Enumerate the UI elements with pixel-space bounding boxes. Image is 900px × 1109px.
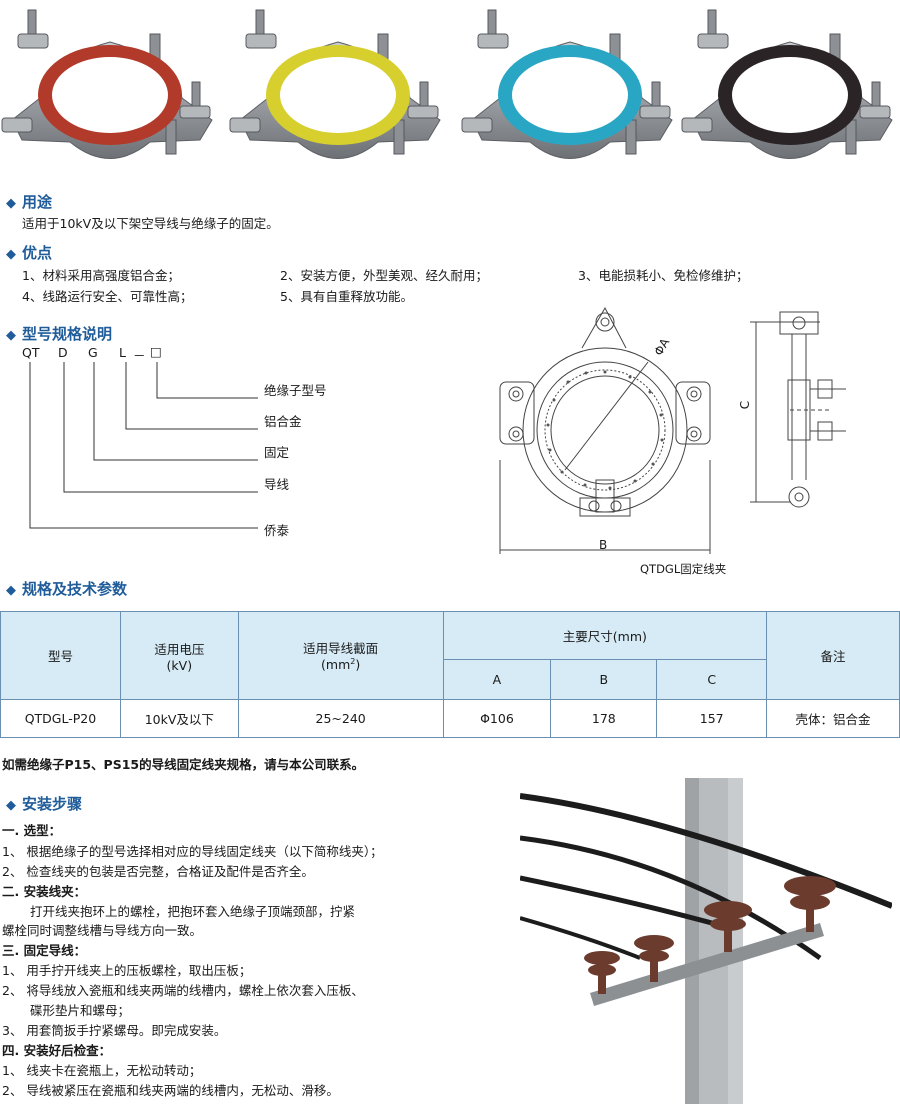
legend-label: 铝合金 bbox=[264, 414, 302, 429]
install-line: 1、 用手拧开线夹上的压板螺栓，取出压板； bbox=[2, 963, 252, 978]
spec-table: 型号 适用电压(kV) 适用导线截面 (mm2) 主要尺寸(mm) 备注 A B… bbox=[0, 611, 900, 738]
clamp-photo-4 bbox=[681, 9, 893, 159]
install-line: 3、 用套筒扳手拧紧螺母。即完成安装。 bbox=[2, 1023, 227, 1038]
advantage-item: 3、电能损耗小、免检修维护； bbox=[578, 268, 749, 283]
advantage-item: 5、具有自重释放功能。 bbox=[280, 289, 413, 304]
spec-footnote: 如需绝缘子P15、PS15的导线固定线夹规格，请与本公司联系。 bbox=[2, 757, 365, 772]
product-photos bbox=[1, 9, 893, 159]
install-line: 2、 导线被紧压在瓷瓶和线夹两端的线槽内，无松动、滑移。 bbox=[2, 1083, 339, 1098]
header-c: C bbox=[656, 659, 768, 700]
install-line: 碟形垫片和螺母； bbox=[30, 1003, 131, 1018]
header-a: A bbox=[442, 659, 552, 700]
specs-title: ◆规格及技术参数 bbox=[6, 580, 128, 598]
diamond-icon: ◆ bbox=[6, 247, 16, 262]
cell-model: QTDGL-P20 bbox=[0, 699, 121, 738]
legend-label: 侨泰 bbox=[264, 523, 290, 538]
advantage-item: 1、材料采用高强度铝合金； bbox=[22, 268, 180, 283]
cell-b: 178 bbox=[550, 699, 658, 738]
install-heading: 三. 固定导线： bbox=[2, 943, 87, 958]
install-line: 2、 检查线夹的包装是否完整，合格证及配件是否齐全。 bbox=[2, 864, 314, 879]
install-line: 1、 根据绝缘子的型号选择相对应的导线固定线夹（以下简称线夹）； bbox=[2, 844, 383, 859]
installation-photo bbox=[520, 778, 892, 1104]
diamond-icon: ◆ bbox=[6, 798, 16, 813]
code-part: QT bbox=[22, 345, 40, 360]
legend-label: 导线 bbox=[264, 477, 290, 492]
install-title: ◆安装步骤 bbox=[6, 795, 83, 813]
dimension-c-label: C bbox=[738, 400, 753, 410]
usage-text: 适用于10kV及以下架空导线与绝缘子的固定。 bbox=[22, 216, 279, 231]
technical-drawing bbox=[499, 306, 846, 554]
model-title: ◆型号规格说明 bbox=[6, 325, 113, 343]
model-legend-lines bbox=[29, 362, 258, 529]
advantages-title: ◆优点 bbox=[6, 244, 53, 262]
install-line: 1、 线夹卡在瓷瓶上，无松动转动； bbox=[2, 1063, 202, 1078]
install-line: 2、 将导线放入瓷瓶和线夹两端的线槽内，螺栓上依次套入压板、 bbox=[2, 983, 364, 998]
header-voltage: 适用电压(kV) bbox=[119, 611, 239, 700]
cell-a: Φ106 bbox=[442, 699, 552, 738]
code-part: L bbox=[119, 345, 126, 360]
code-part: □ bbox=[150, 344, 162, 359]
diamond-icon: ◆ bbox=[6, 328, 16, 343]
cell-c: 157 bbox=[656, 699, 768, 738]
header-model: 型号 bbox=[0, 611, 121, 700]
table-row: QTDGL-P20 10kV及以下 25~240 Φ106 178 157 壳体… bbox=[0, 699, 900, 738]
drawing-caption: QTDGL固定线夹 bbox=[640, 562, 727, 576]
cell-section: 25~240 bbox=[237, 699, 444, 738]
diamond-icon: ◆ bbox=[6, 196, 16, 211]
clamp-photo-1 bbox=[1, 9, 213, 159]
clamp-photo-3 bbox=[461, 9, 673, 159]
code-part: D bbox=[58, 345, 68, 360]
install-line: 螺栓同时调整线槽与导线方向一致。 bbox=[2, 923, 203, 938]
legend-label: 绝缘子型号 bbox=[264, 383, 327, 398]
clamp-photo-2 bbox=[229, 9, 441, 159]
header-section: 适用导线截面 (mm2) bbox=[237, 611, 444, 700]
header-b: B bbox=[550, 659, 658, 700]
usage-title: ◆用途 bbox=[6, 193, 53, 211]
legend-label: 固定 bbox=[264, 445, 290, 460]
dimension-b-label: B bbox=[599, 538, 608, 552]
diamond-icon: ◆ bbox=[6, 583, 16, 598]
install-heading: 一. 选型： bbox=[2, 823, 62, 838]
advantage-item: 4、线路运行安全、可靠性高； bbox=[22, 289, 193, 304]
advantage-item: 2、安装方便，外型美观、经久耐用； bbox=[280, 268, 488, 283]
header-note: 备注 bbox=[766, 611, 900, 700]
code-part: － bbox=[133, 348, 146, 363]
install-line: 打开线夹抱环上的螺栓，把抱环套入绝缘子顶端颈部，拧紧 bbox=[30, 904, 356, 919]
cell-note: 壳体：铝合金 bbox=[766, 699, 900, 738]
code-part: G bbox=[88, 345, 98, 360]
install-heading: 四. 安装好后检查： bbox=[2, 1043, 112, 1058]
install-heading: 二. 安装线夹： bbox=[2, 884, 87, 899]
cell-voltage: 10kV及以下 bbox=[119, 699, 239, 738]
header-dims: 主要尺寸(mm) bbox=[442, 611, 768, 660]
